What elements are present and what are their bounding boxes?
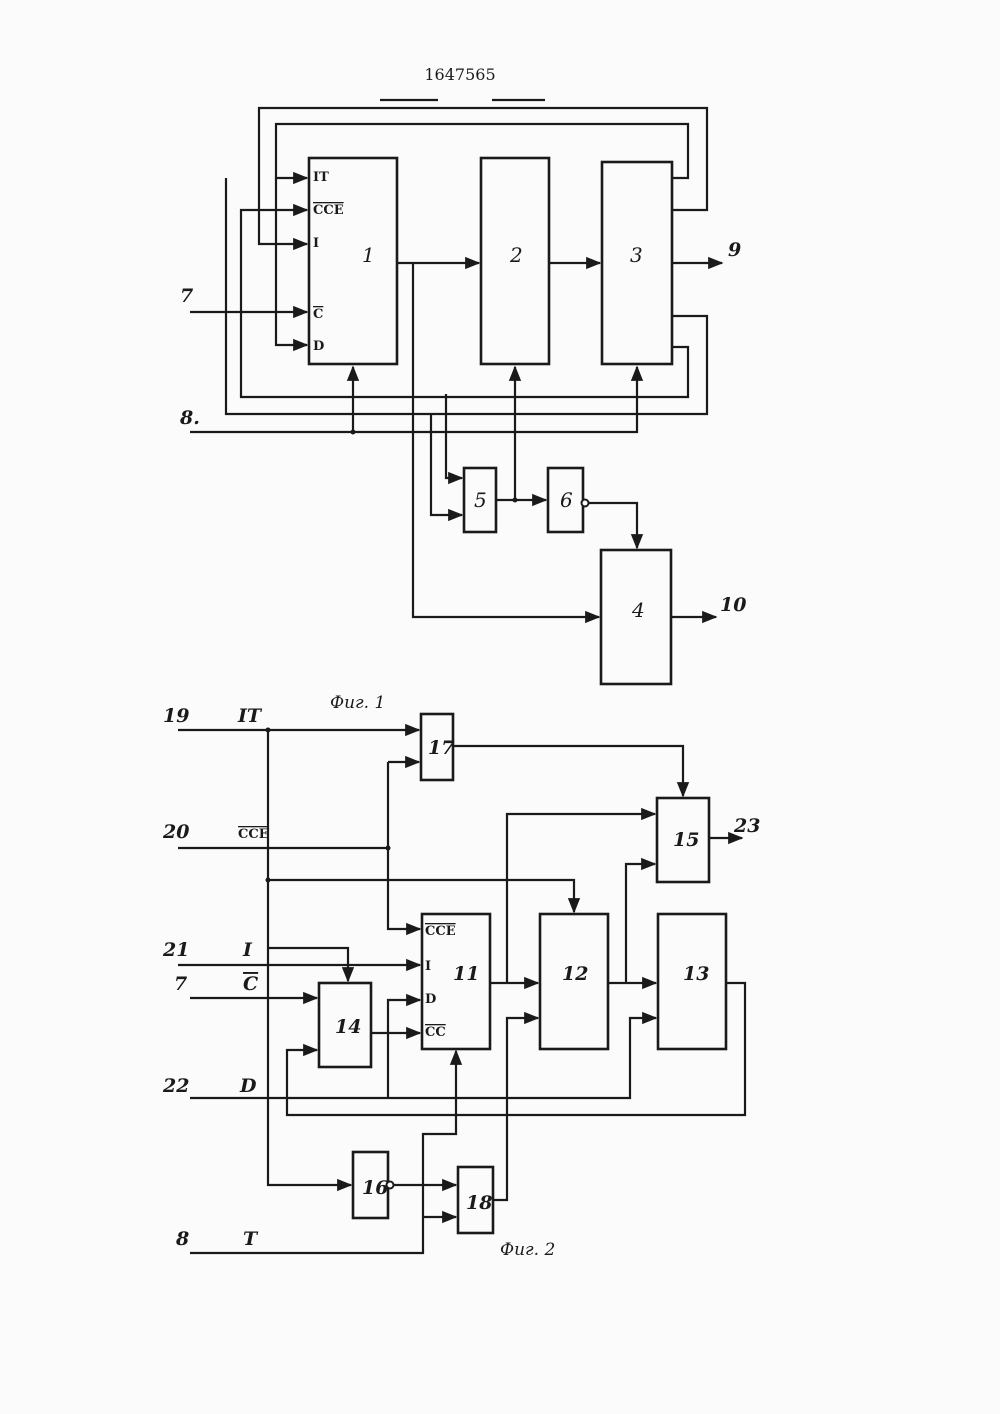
fig1-term-9: 9 [728,239,741,261]
fig2-junction [266,878,271,883]
fig2-label-16: 16 [362,1177,388,1199]
fig1-junction [351,430,356,435]
fig1-term-7: 7 [180,285,193,307]
fig2-wire-t-to-11 [190,1051,456,1253]
fig1-wire-6-to-4 [589,503,637,548]
fig2-label-14: 14 [335,1016,361,1038]
patent-number: 1647565 [424,65,495,84]
fig2-label-12: 12 [562,963,588,985]
fig2-term-20: 20 [162,821,189,843]
fig2-sig-it: IT [237,705,263,727]
fig2-sig-i: I [242,939,253,961]
fig2-caption: Фиг. 2 [500,1240,555,1260]
fig1-junction [513,498,518,503]
fig2-pin-cce: CCE [425,924,456,939]
fig1-caption: Фиг. 1 [330,693,385,713]
fig2-term-23: 23 [733,815,760,837]
fig1-label-4: 4 [631,598,645,622]
fig2-wire-d-to-11 [388,1000,420,1098]
fig1-pin-i: I [313,236,319,251]
fig1-term-10: 10 [720,594,746,616]
fig1: 1 2 3 4 5 6 IT CCE I C D 7 8. 9 [179,108,746,713]
fig2-wire-cce-to-11 [388,762,420,929]
fig2-label-11: 11 [453,963,479,985]
fig2-wire-it-to-16 [268,730,351,1185]
fig2-term-7: 7 [174,973,187,995]
fig1-term-8: 8. [179,407,200,429]
fig2-term-22: 22 [162,1075,189,1097]
fig2-pin-cc: CC [425,1025,446,1040]
fig2-label-15: 15 [673,829,699,851]
fig1-wire-fb-outer [226,178,707,414]
fig2-sig-cce: CCE [238,827,269,842]
fig2-label-18: 18 [466,1192,492,1214]
fig1-label-1: 1 [362,243,375,267]
fig2-label-13: 13 [683,963,709,985]
fig2-sig-c: C [243,973,258,995]
fig1-label-3: 3 [630,243,643,267]
fig1-wire-d [276,178,307,345]
fig1-pin-cce: CCE [313,203,344,218]
fig2-pin-d: D [425,992,436,1007]
fig1-label-5: 5 [474,488,487,512]
fig2-wire-18-to-12 [493,1018,538,1200]
fig1-wire-1-to-4 [413,263,599,617]
fig2-sig-d: D [239,1075,257,1097]
fig2-wire-17-to-15 [453,746,683,796]
fig2: 17 15 11 12 13 14 16 18 CCE I D CC 19 IT… [162,705,760,1260]
fig2-term-8: 8 [175,1228,189,1250]
fig2-junction [386,846,391,851]
fig2-pin-i: I [425,959,431,974]
fig2-label-17: 17 [428,737,454,759]
fig1-pin-c: C [313,307,323,322]
fig1-label-6: 6 [560,488,573,512]
fig2-junction [266,728,271,733]
fig2-wire-11-to-15 [507,814,655,983]
fig1-pin-d: D [313,339,324,354]
fig1-block-1 [309,158,397,364]
fig2-term-19: 19 [163,705,189,727]
fig1-wire-to-5a [446,394,462,478]
fig1-inverter-bubble [582,500,589,507]
fig1-label-2: 2 [509,243,523,267]
fig2-wire-12-to-15 [626,864,655,983]
fig2-wire-it-to-12 [268,880,574,912]
fig1-pin-it: IT [313,170,329,185]
fig2-term-21: 21 [162,939,189,961]
fig2-sig-t: T [243,1228,259,1250]
